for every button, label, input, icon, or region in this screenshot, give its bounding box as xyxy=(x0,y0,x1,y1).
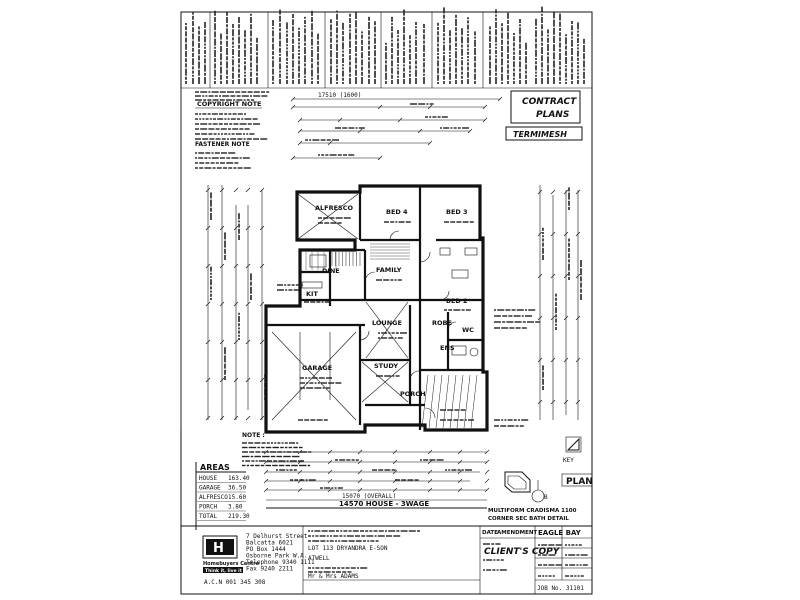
key-plan: KEY PLAN B xyxy=(504,436,593,503)
company-address-line: Osborne Park W.A. xyxy=(246,553,307,560)
door-swings xyxy=(359,230,457,419)
company-address-line: Balcatta 6021 xyxy=(246,540,293,547)
top-notes-band xyxy=(181,6,593,89)
room-garage: GARAGE xyxy=(302,364,332,372)
floor-plan: ALFRESCO BED 4 BED 3 DINE FAMILY KIT BED… xyxy=(264,184,541,434)
design-name: EAGLE BAY xyxy=(538,529,582,537)
fastener-note-heading: FASTENER NOTE xyxy=(195,141,250,148)
room-study: STUDY xyxy=(374,362,398,370)
area-row-value: 219.30 xyxy=(228,513,250,520)
termimesh-stamp: TERMIMESH xyxy=(505,126,583,141)
room-robe: ROBE xyxy=(432,319,452,327)
svg-text:PLANS: PLANS xyxy=(536,110,569,120)
area-row-label: HOUSE xyxy=(199,475,217,482)
left-dimensions xyxy=(205,185,266,421)
svg-text:AREAS: AREAS xyxy=(200,463,230,472)
company-logo: H Homebuyers Centre Think it, live it xyxy=(202,535,260,574)
overall-dimension: 15070 (OVERALL) xyxy=(342,493,396,500)
top-dimensions: 17510 (1600) xyxy=(290,92,503,161)
svg-text:AMENDMENT: AMENDMENT xyxy=(497,530,537,536)
room-kit: KIT xyxy=(306,290,318,298)
right-dimensions xyxy=(537,185,582,420)
room-bed3: BED 3 xyxy=(446,208,468,216)
svg-text:CONTRACT: CONTRACT xyxy=(522,97,577,107)
contract-plans-stamp: CONTRACT PLANS xyxy=(510,90,581,124)
room-ens: ENS xyxy=(440,344,455,352)
left-notes: COPYRIGHT NOTE FASTENER NOTE xyxy=(195,91,270,169)
svg-text:Homebuyers Centre: Homebuyers Centre xyxy=(203,561,260,567)
clients-copy-stamp: CLIENT'S COPY xyxy=(484,547,561,557)
svg-text:A.C.N 001 345 308: A.C.N 001 345 308 xyxy=(204,579,266,586)
lot-line2: ATWELL xyxy=(308,555,330,562)
area-row-value: 3.80 xyxy=(228,504,243,511)
svg-text:CORNER SEC BATH DETAIL: CORNER SEC BATH DETAIL xyxy=(488,516,569,522)
area-row-value: 15.60 xyxy=(228,494,246,501)
client-name: Mr & Mrs ADAMS xyxy=(308,573,359,580)
room-family: FAMILY xyxy=(376,266,402,274)
room-lounge: LOUNGE xyxy=(372,319,402,327)
area-row-label: ALFRESCO xyxy=(199,494,228,501)
company-address-line: PO Box 1444 xyxy=(246,546,286,553)
copyright-note-heading: COPYRIGHT NOTE xyxy=(197,100,262,108)
room-porch: PORCH xyxy=(400,390,426,398)
company-address-line: 7 Delhurst Street xyxy=(246,533,308,540)
lot-line1: LOT 113 DRYANDRA E-SON xyxy=(308,545,388,552)
svg-text:TERMIMESH: TERMIMESH xyxy=(513,130,567,139)
job-number: JOB No. 31101 xyxy=(537,585,584,592)
garage-roof-lines xyxy=(271,331,357,421)
room-wc: WC xyxy=(462,326,474,334)
svg-text:DATE: DATE xyxy=(482,530,498,536)
room-alfresco: ALFRESCO xyxy=(315,204,354,212)
key-plan-label: PLAN xyxy=(566,477,593,487)
svg-text:KEY: KEY xyxy=(563,457,574,464)
bottom-notes: NOTE : xyxy=(242,432,312,467)
title-block: H Homebuyers Centre Think it, live it 7 … xyxy=(181,525,592,594)
company-address-line: Telephone 9340 1111 xyxy=(246,559,315,566)
svg-text:17510 (1600): 17510 (1600) xyxy=(318,92,361,99)
product-note: MULTIFORM CRADISMA 1100 CORNER SEC BATH … xyxy=(488,508,577,522)
note-heading: NOTE : xyxy=(242,432,265,439)
area-row-label: GARAGE xyxy=(199,485,221,492)
company-address-line: Fax 9240 2211 xyxy=(246,566,293,573)
svg-text:B: B xyxy=(544,494,548,501)
room-dine: DINE xyxy=(322,267,340,275)
area-row-label: PORCH xyxy=(199,504,217,511)
room-bed2: BED 2 xyxy=(446,297,468,305)
house-width-dimension: 14570 HOUSE - 3WAGE xyxy=(339,500,429,508)
area-row-value: 36.50 xyxy=(228,485,246,492)
area-row-value: 163.40 xyxy=(228,475,250,482)
svg-text:MULTIFORM CRADISMA 1100: MULTIFORM CRADISMA 1100 xyxy=(488,508,577,514)
svg-text:H: H xyxy=(213,541,224,556)
bottom-dimensions: 15070 (OVERALL) 14570 HOUSE - 3WAGE xyxy=(263,449,490,509)
svg-text:Think it, live it: Think it, live it xyxy=(205,568,243,574)
area-row-label: TOTAL xyxy=(199,513,217,520)
room-bed4: BED 4 xyxy=(386,208,408,216)
feature-pattern xyxy=(331,243,410,266)
